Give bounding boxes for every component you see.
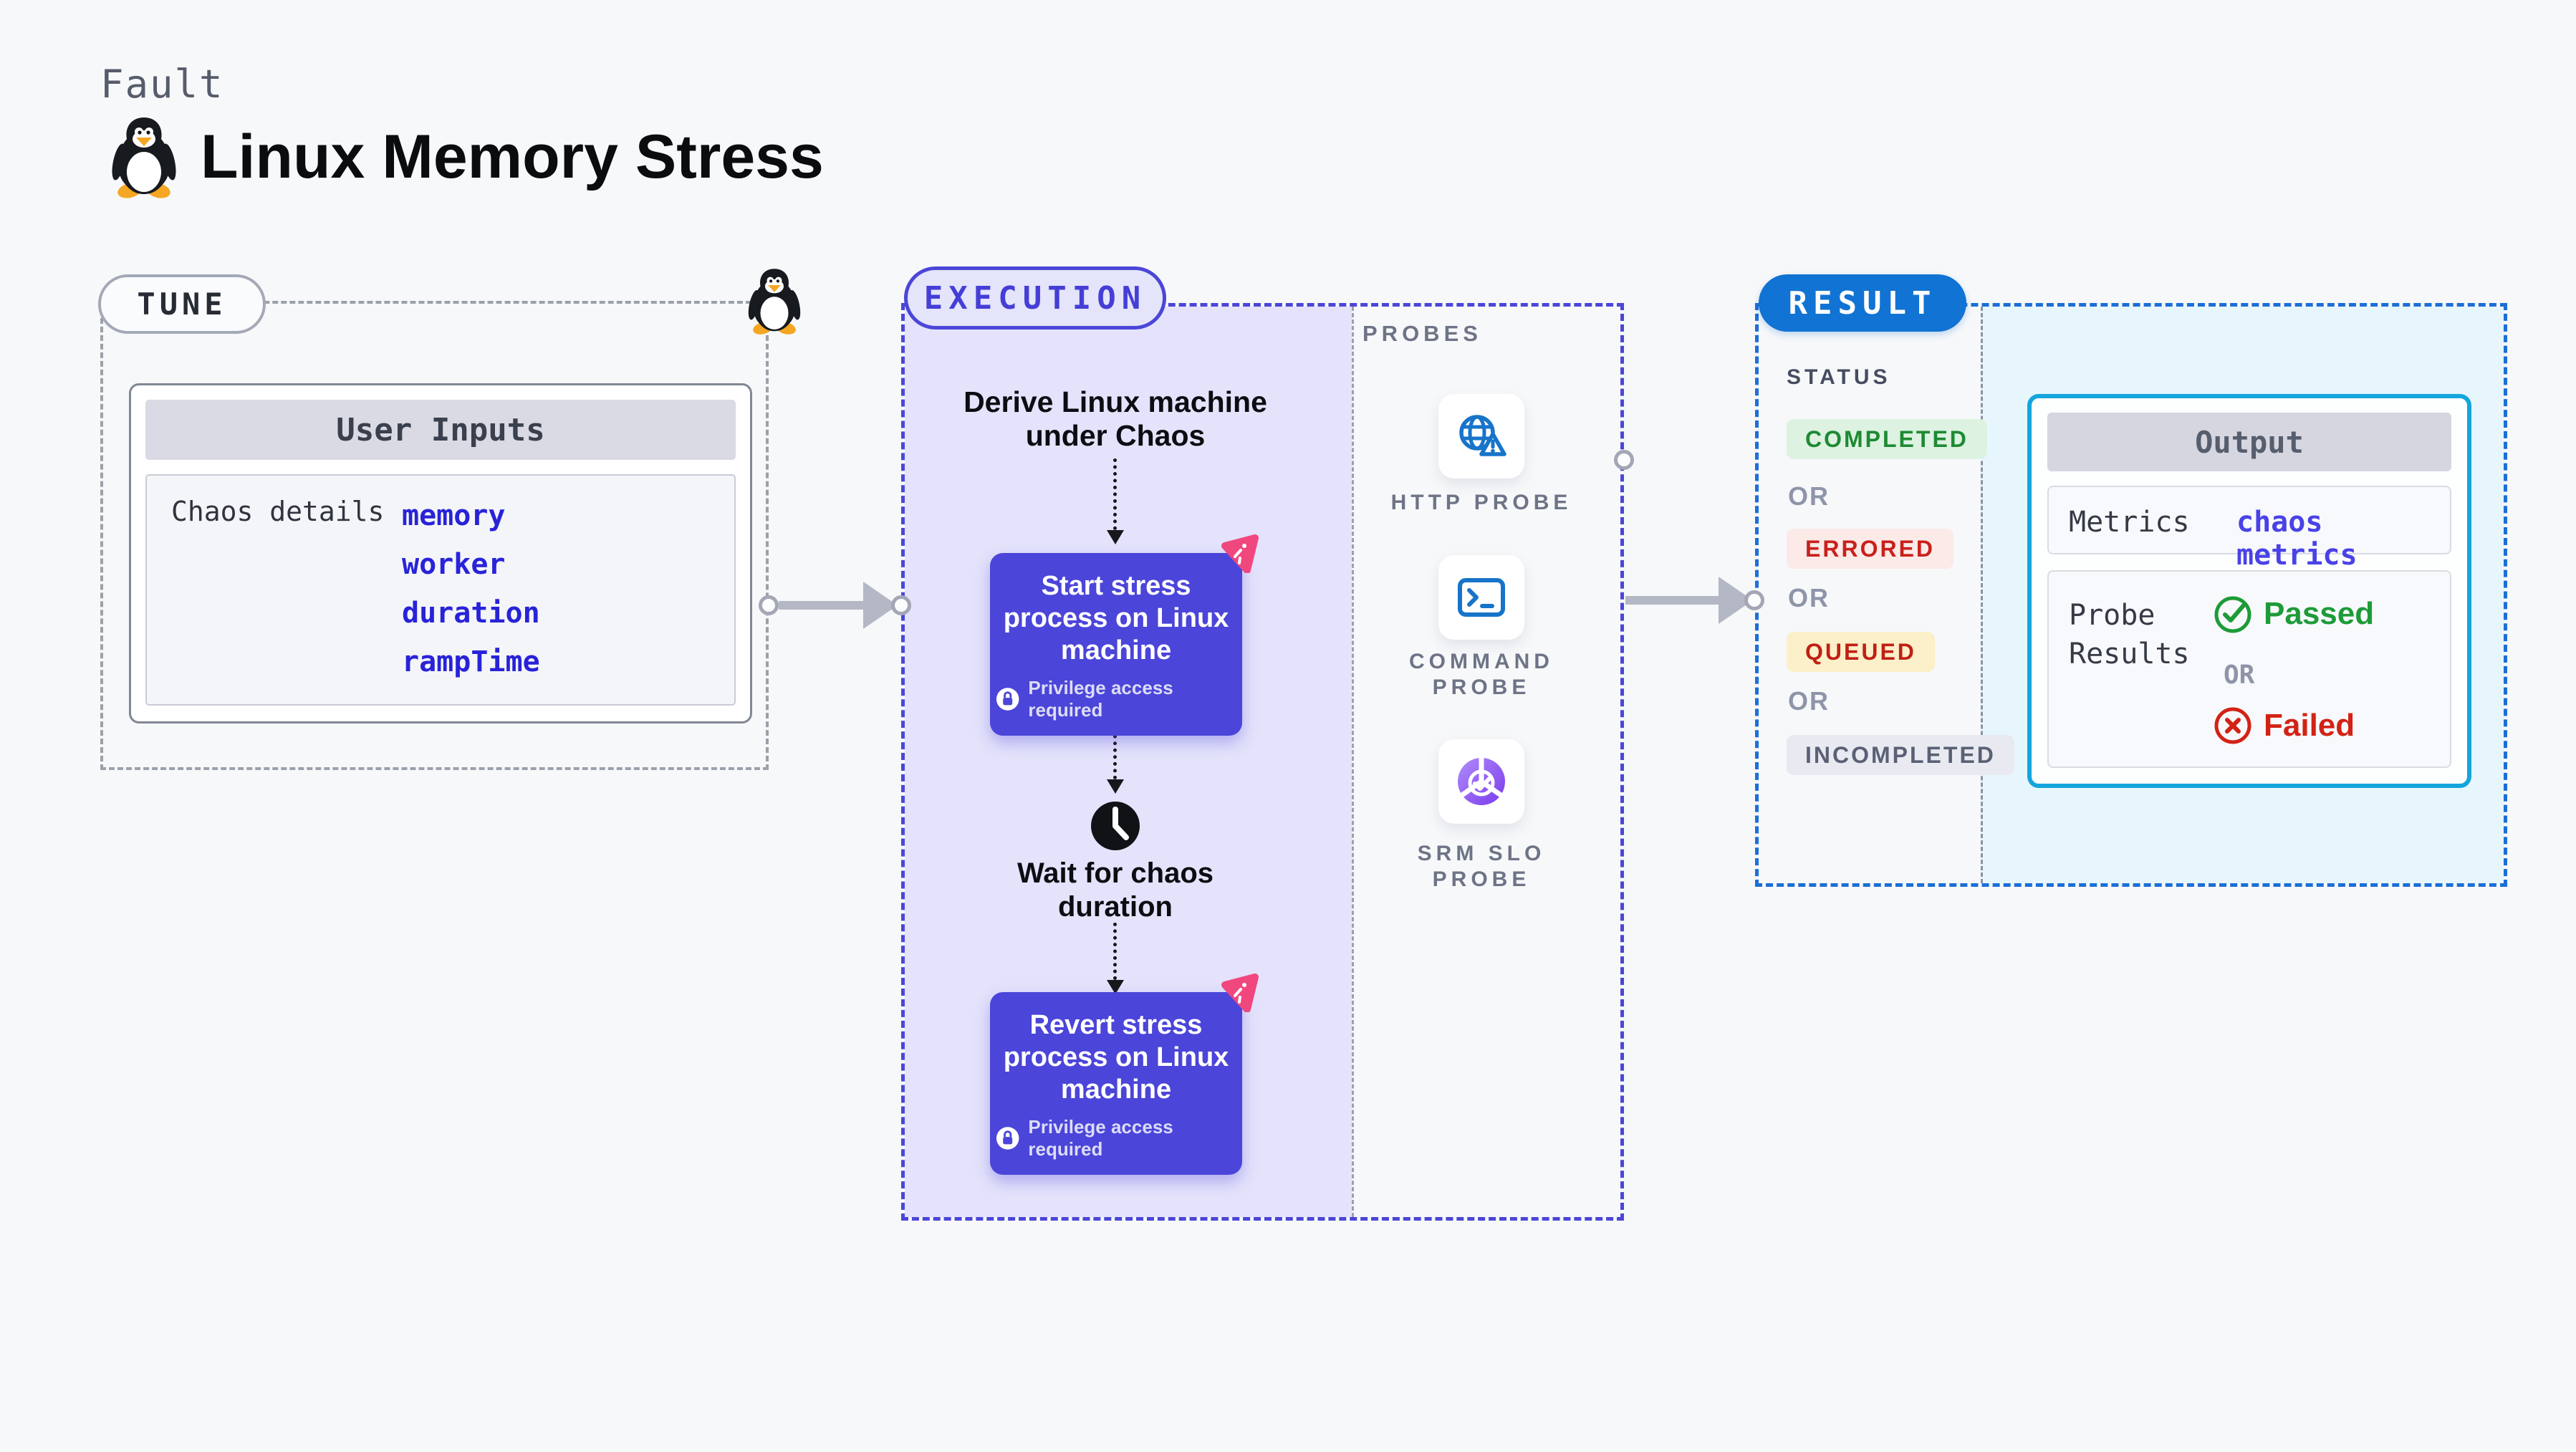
execution-section (901, 303, 1624, 1221)
status-incompleted-badge: INCOMPLETED (1787, 735, 2014, 775)
flow-dotted-2-head (1107, 779, 1124, 794)
input-rampTime: rampTime (402, 645, 540, 678)
privilege-row: Privilege access required (996, 1116, 1236, 1160)
tux-corner-icon (746, 269, 803, 335)
probe-results-label: Probe Results (2069, 599, 2190, 670)
start-stress-node: Start stress process on Linux machine Pr… (990, 553, 1242, 736)
probe-results-row: Probe Results Passed OR Failed (2047, 570, 2451, 768)
tune-badge: TUNE (98, 274, 266, 334)
flow-dotted-1-head (1107, 530, 1124, 544)
input-memory: memory (402, 499, 506, 532)
derive-node-label: Derive Linux machine under Chaos (963, 385, 1267, 452)
status-queued-badge: QUEUED (1787, 632, 1935, 672)
start-stress-label: Start stress process on Linux machine (1003, 571, 1229, 665)
srm-slo-probe-card (1438, 739, 1524, 824)
tune-out-port (759, 595, 779, 615)
input-duration: duration (402, 597, 540, 630)
tux-icon (109, 117, 179, 199)
failed-label: Failed (2264, 708, 2355, 743)
lock-icon (996, 1125, 1020, 1151)
flow-dotted-3 (1113, 923, 1117, 980)
or-label: OR (2224, 660, 2255, 690)
command-probe-label: COMMAND PROBE (1409, 650, 1554, 699)
command-probe-card (1438, 555, 1524, 640)
probes-label: PROBES (1363, 321, 1482, 346)
execution-badge: EXECUTION (904, 266, 1166, 330)
lock-icon (996, 686, 1020, 712)
slo-donut-check-icon (1458, 756, 1505, 805)
globe-alert-icon (1459, 415, 1506, 456)
result-in-port (1744, 590, 1764, 610)
status-label: STATUS (1787, 365, 1891, 389)
tune-section (100, 301, 769, 770)
exec-result-arrow-line (1625, 596, 1719, 605)
chaos-pink-icon (1218, 534, 1259, 573)
privilege-row: Privilege access required (996, 677, 1236, 721)
user-inputs-card: User Inputs Chaos details memory worker … (129, 383, 752, 723)
exec-in-port (891, 595, 911, 615)
terminal-icon (1458, 578, 1505, 617)
http-probe-card (1438, 394, 1524, 479)
metrics-label: Metrics (2069, 506, 2190, 539)
check-circle-icon (2214, 596, 2251, 633)
tune-exec-arrow-line (779, 601, 863, 610)
user-inputs-title: User Inputs (145, 400, 736, 460)
chaos-pink-icon (1218, 973, 1259, 1012)
or-label: OR (1788, 481, 1830, 511)
passed-verdict: Passed (2214, 595, 2374, 633)
flow-dotted-3-head (1107, 980, 1124, 994)
input-values: memory worker duration rampTime (402, 491, 540, 686)
output-card: Output Metrics chaos metrics Probe Resul… (2027, 394, 2471, 788)
output-title: Output (2047, 413, 2451, 471)
status-completed-badge: COMPLETED (1787, 419, 1987, 459)
revert-stress-label: Revert stress process on Linux machine (1003, 1010, 1229, 1105)
execution-right-port (1614, 450, 1634, 470)
user-inputs-table: Chaos details memory worker duration ram… (145, 474, 736, 706)
flow-dotted-2 (1113, 701, 1117, 779)
passed-label: Passed (2264, 596, 2375, 631)
chaos-details-label: Chaos details (171, 496, 385, 527)
status-errored-badge: ERRORED (1787, 529, 1954, 569)
revert-stress-node: Revert stress process on Linux machine P… (990, 992, 1242, 1175)
privilege-label: Privilege access required (1028, 1116, 1173, 1160)
flow-dotted-1 (1113, 458, 1117, 530)
privilege-label: Privilege access required (1028, 677, 1173, 721)
wait-node-label: Wait for chaos duration (1017, 857, 1214, 923)
metrics-row: Metrics chaos metrics (2047, 486, 2451, 572)
probes-divider (1352, 307, 1354, 1217)
clock-icon (1091, 802, 1140, 850)
srm-slo-probe-label: SRM SLO PROBE (1417, 842, 1546, 891)
metrics-value: chaos metrics (2236, 506, 2358, 572)
page-title: Linux Memory Stress (201, 122, 824, 191)
x-circle-icon (2214, 707, 2251, 744)
failed-verdict: Failed (2214, 706, 2355, 745)
fault-kicker: Fault (100, 62, 224, 107)
input-worker: worker (402, 548, 506, 581)
http-probe-label: HTTP PROBE (1390, 491, 1572, 514)
result-badge: RESULT (1759, 274, 1966, 332)
or-label: OR (1788, 583, 1830, 612)
or-label: OR (1788, 686, 1830, 716)
